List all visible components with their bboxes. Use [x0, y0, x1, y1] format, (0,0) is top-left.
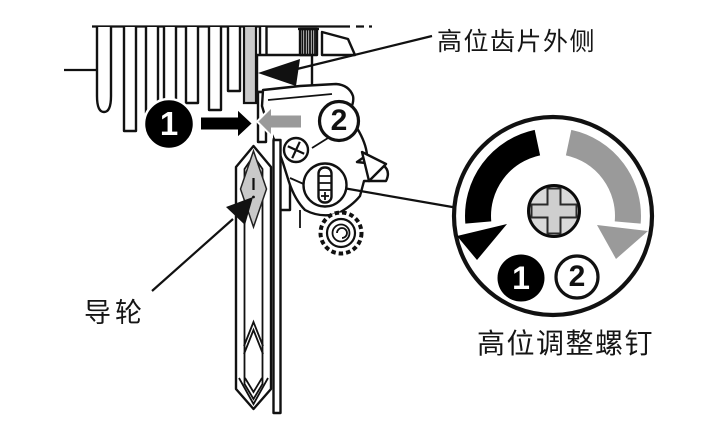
pulley-tooth-mark — [238, 377, 269, 406]
detail-step1-badge-number: 1 — [512, 260, 530, 296]
phillips-screw-icon — [282, 136, 310, 164]
detail-leader-line — [345, 187, 459, 210]
link-arm-tip — [360, 150, 388, 183]
callouts — [151, 34, 459, 292]
leader-arrowhead-icon — [226, 197, 253, 225]
cage-plate — [272, 138, 282, 415]
pulley-cage — [234, 138, 282, 415]
pulley-inner-edge — [243, 154, 264, 401]
rotate-ccw-arrow-icon — [457, 129, 541, 260]
detail-step2-badge-number: 2 — [568, 260, 586, 293]
step2-badge-circle — [317, 99, 361, 143]
leader-high-sprocket — [296, 34, 433, 71]
leader-arrowhead-icon — [258, 59, 300, 86]
sprocket-edge — [226, 27, 242, 93]
step1-badge-number: 1 — [159, 105, 179, 142]
sprocket-edge — [95, 27, 113, 114]
detail-step1-badge-circle — [497, 254, 545, 302]
rotate-cw-arrow-icon — [565, 129, 648, 259]
knurled-bolt — [298, 27, 319, 57]
sprocket-edge — [122, 27, 138, 133]
arrow-left-icon — [255, 104, 303, 139]
movement-arrows — [142, 97, 361, 151]
sprocket-edge — [207, 27, 223, 112]
pulley-centerdot — [252, 195, 255, 199]
pulley-tooth-mark — [243, 319, 264, 355]
sprocket-edge — [184, 27, 200, 105]
leader-guide-pulley — [151, 218, 234, 292]
label-guide-pulley: 导轮 — [84, 298, 146, 328]
label-high-sprocket-outside: 高位齿片外侧 — [437, 28, 597, 56]
arrow-right-icon — [199, 106, 255, 141]
bracket-wing — [320, 30, 357, 57]
phillips-screw-head-icon — [527, 184, 581, 238]
high-gear-sprocket-highlight — [242, 27, 258, 105]
step2-badge-number: 2 — [330, 104, 348, 137]
screw-detail-view — [451, 114, 655, 318]
step1-badge-circle — [142, 97, 196, 151]
top-adjustment-screw — [302, 162, 348, 208]
cassette-sprockets — [64, 25, 372, 133]
label-high-adjust-screw: 高位调整螺钉 — [477, 328, 655, 359]
detail-step2-badge-circle — [554, 254, 600, 300]
cable-adjust-barrel — [318, 210, 364, 256]
